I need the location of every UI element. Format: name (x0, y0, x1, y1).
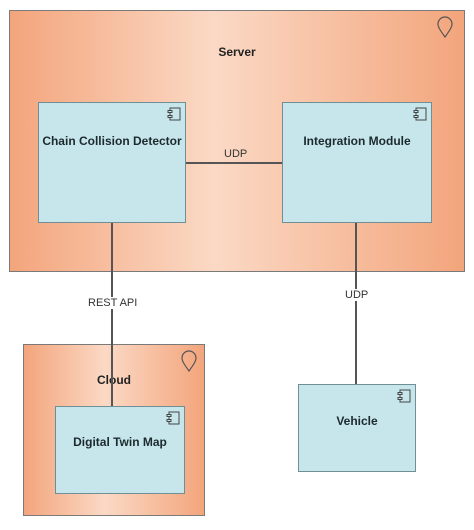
digital-twin-map-node[interactable]: Digital Twin Map (55, 406, 185, 494)
location-pin-icon (437, 16, 453, 38)
udp-label-top: UDP (224, 148, 248, 160)
server-title: Server (218, 45, 256, 59)
location-pin-icon (181, 350, 197, 372)
chain-collision-detector-title: Chain Collision Detector (42, 134, 182, 148)
vehicle-node[interactable]: Vehicle (298, 384, 416, 472)
component-icon (413, 107, 427, 121)
component-icon (167, 107, 181, 121)
integration-module-node[interactable]: Integration Module (282, 102, 432, 223)
component-icon (397, 389, 411, 403)
cloud-title: Cloud (97, 373, 131, 387)
integration-module-title: Integration Module (303, 134, 411, 148)
digital-twin-map-title: Digital Twin Map (73, 435, 167, 449)
rest-api-label: REST API (86, 297, 140, 309)
vehicle-title: Vehicle (336, 414, 378, 428)
component-icon (166, 411, 180, 425)
udp-label-vehicle: UDP (343, 289, 371, 301)
chain-collision-detector-node[interactable]: Chain Collision Detector (38, 102, 186, 223)
